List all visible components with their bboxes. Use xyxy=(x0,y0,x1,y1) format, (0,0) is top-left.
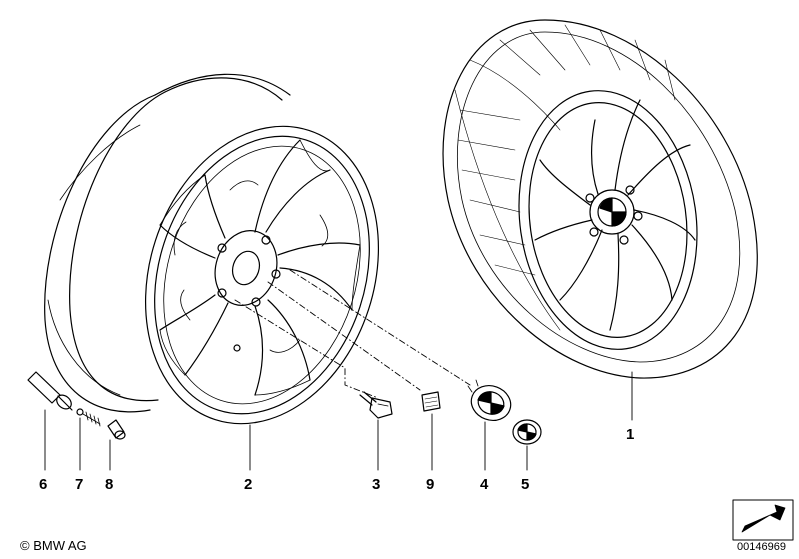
copyright-text: © BMW AG xyxy=(20,538,87,553)
valve-insert xyxy=(76,408,101,427)
wheel-bolt xyxy=(359,391,393,419)
balance-weight xyxy=(421,391,441,412)
callout-4: 4 xyxy=(480,476,489,493)
callout-lines xyxy=(44,269,633,471)
callout-5: 5 xyxy=(521,476,530,493)
doc-number: 00146969 xyxy=(737,541,786,553)
callout-7: 7 xyxy=(75,476,84,493)
callout-1: 1 xyxy=(626,426,635,443)
callout-9: 9 xyxy=(426,476,435,493)
callout-6: 6 xyxy=(39,476,48,493)
callout-8: 8 xyxy=(105,476,114,493)
hub-cap xyxy=(467,379,512,421)
bmw-emblem xyxy=(512,419,542,445)
callout-2: 2 xyxy=(244,476,253,493)
valve-cap xyxy=(107,419,126,440)
diagram-reference-box xyxy=(732,499,794,541)
callout-3: 3 xyxy=(372,476,381,493)
alloy-rim xyxy=(44,73,380,425)
complete-wheel-with-tire xyxy=(442,19,758,379)
tire-valve xyxy=(27,371,73,411)
